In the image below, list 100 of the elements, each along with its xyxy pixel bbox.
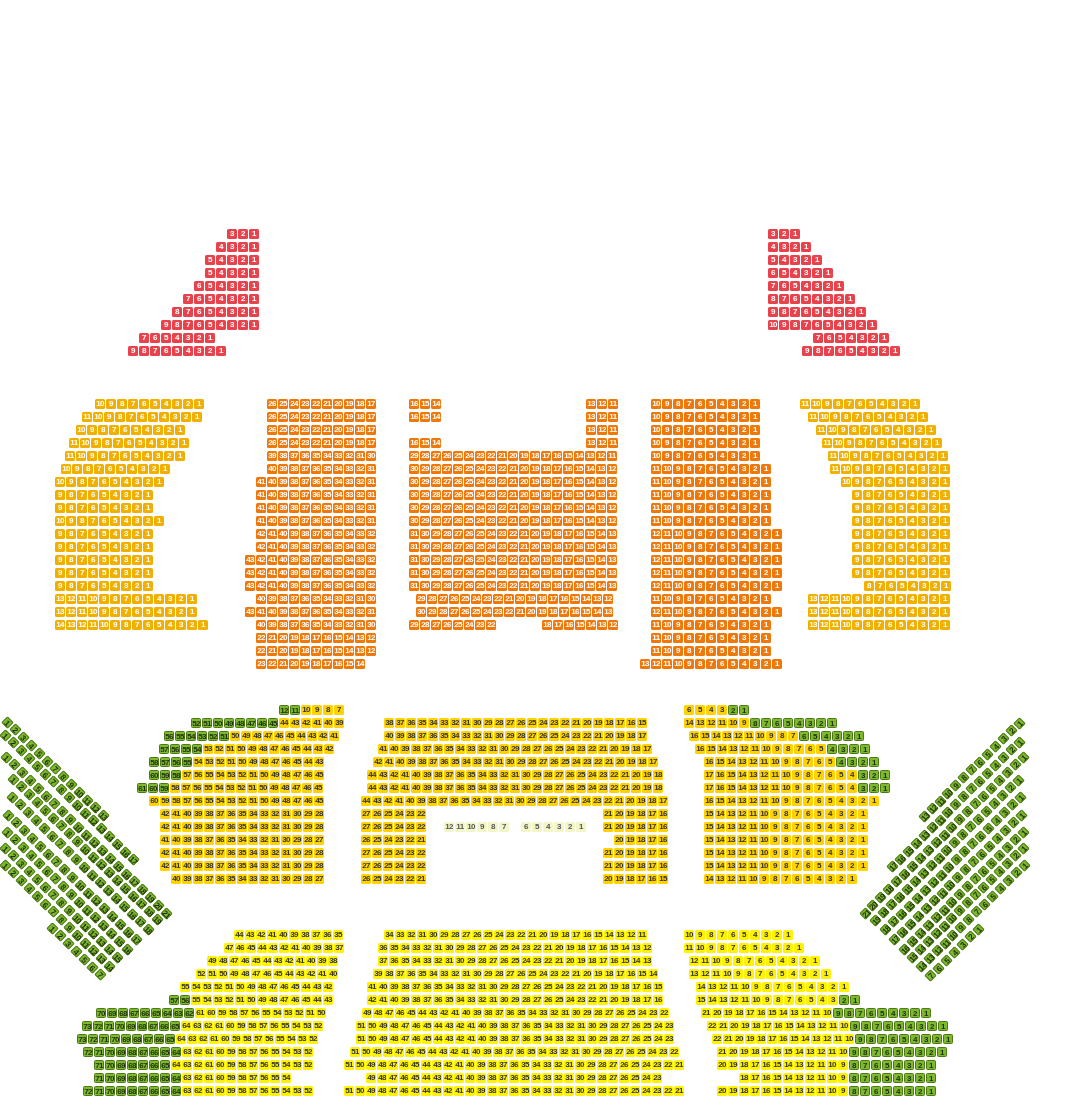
seat: 72 — [83, 1047, 93, 1057]
seat: 3 — [918, 555, 928, 565]
seat: 38 — [289, 464, 299, 474]
seat: 28 — [438, 607, 448, 617]
seat: 12 — [642, 943, 652, 953]
seat: 3 — [834, 307, 844, 317]
seat: 9 — [855, 1034, 865, 1044]
seat: 30 — [521, 770, 531, 780]
seat: 19 — [620, 995, 630, 1005]
seat: 6 — [717, 607, 727, 617]
seat: 22 — [405, 874, 415, 884]
seat: 37 — [311, 555, 321, 565]
seat: 31 — [494, 757, 504, 767]
seat: 7 — [706, 659, 716, 669]
seat: 8 — [863, 477, 873, 487]
seat: 19 — [530, 477, 540, 487]
seat: 8 — [790, 320, 800, 330]
seat: 25 — [278, 438, 288, 448]
seat: 29 — [598, 1034, 608, 1044]
seat: 15 — [581, 607, 591, 617]
seat: 7 — [792, 848, 802, 858]
seat: 48 — [281, 770, 291, 780]
seat: 12 — [607, 490, 617, 500]
seat: 30 — [472, 969, 482, 979]
seat: 5 — [706, 425, 716, 435]
seat: 10 — [819, 412, 829, 422]
seat: 41 — [267, 529, 277, 539]
seat: 7 — [801, 320, 811, 330]
seat: 4 — [825, 822, 835, 832]
seat: 5 — [131, 425, 141, 435]
seat: 18 — [548, 607, 558, 617]
seat: 45 — [273, 969, 283, 979]
seat: 19 — [289, 646, 299, 656]
seat: 3 — [799, 969, 809, 979]
seat: 6 — [684, 705, 694, 715]
seat: 6 — [706, 620, 716, 630]
seat: 10 — [651, 425, 661, 435]
seat: 68 — [118, 1008, 128, 1018]
seat: 32 — [559, 1047, 569, 1057]
seat: 6 — [885, 568, 895, 578]
seat: 30 — [409, 464, 419, 474]
seat: 17 — [552, 490, 562, 500]
seat: 2 — [143, 477, 153, 487]
seat: 12 — [759, 770, 769, 780]
seat: 3 — [817, 982, 827, 992]
seat: 50 — [259, 796, 269, 806]
seat: 70 — [96, 1008, 106, 1018]
seat: 11 — [651, 516, 661, 526]
seat: 3 — [832, 731, 842, 741]
seat: 18 — [751, 1021, 761, 1031]
seat: 8 — [117, 399, 127, 409]
seat: 17 — [767, 1034, 777, 1044]
seat: 40 — [378, 982, 388, 992]
seat: 34 — [531, 1086, 541, 1096]
seat: 2 — [739, 399, 749, 409]
seat: 26 — [619, 1073, 629, 1083]
seat: 34 — [344, 555, 354, 565]
seat: 34 — [471, 796, 481, 806]
seat: 8 — [733, 956, 743, 966]
seat: 13 — [805, 1047, 815, 1057]
seat: 2 — [761, 659, 771, 669]
seat: 27 — [505, 718, 515, 728]
seat: 68 — [132, 1034, 142, 1044]
seat: 22 — [508, 581, 518, 591]
seat: 13 — [607, 542, 617, 552]
seat: 11 — [816, 1073, 826, 1083]
seat: 30 — [420, 581, 430, 591]
seat: 4 — [216, 268, 226, 278]
seat: 26 — [460, 607, 470, 617]
seat: 1 — [761, 594, 771, 604]
seat: 8 — [684, 646, 694, 656]
seat: 5 — [877, 1008, 887, 1018]
seat: 12 — [597, 399, 607, 409]
seat: 42 — [439, 1008, 449, 1018]
seat: 32 — [565, 1021, 575, 1031]
seat: 37 — [300, 503, 310, 513]
seat: 36 — [378, 943, 388, 953]
seat: 1 — [827, 718, 837, 728]
seat: 5 — [896, 516, 906, 526]
seat: 7 — [860, 425, 870, 435]
seat: 30 — [428, 930, 438, 940]
seat: 3 — [761, 930, 771, 940]
seat: 5 — [154, 620, 164, 630]
seat: 40 — [395, 757, 405, 767]
seat: 23 — [300, 425, 310, 435]
seat: 36 — [449, 796, 459, 806]
seat: 2 — [168, 438, 178, 448]
seat: 56 — [259, 1047, 269, 1057]
seat: 35 — [333, 529, 343, 539]
seat: 54 — [193, 757, 203, 767]
seat: 12 — [718, 982, 728, 992]
seat: 66 — [149, 1047, 159, 1057]
seat: 43 — [245, 607, 255, 617]
seat: 2 — [926, 1047, 936, 1057]
seat: 55 — [270, 1086, 280, 1096]
seat: 21 — [587, 982, 597, 992]
seat: 7 — [77, 490, 87, 500]
seat: 10 — [93, 412, 103, 422]
seat: 2 — [929, 464, 939, 474]
seat: 21 — [723, 1034, 733, 1044]
